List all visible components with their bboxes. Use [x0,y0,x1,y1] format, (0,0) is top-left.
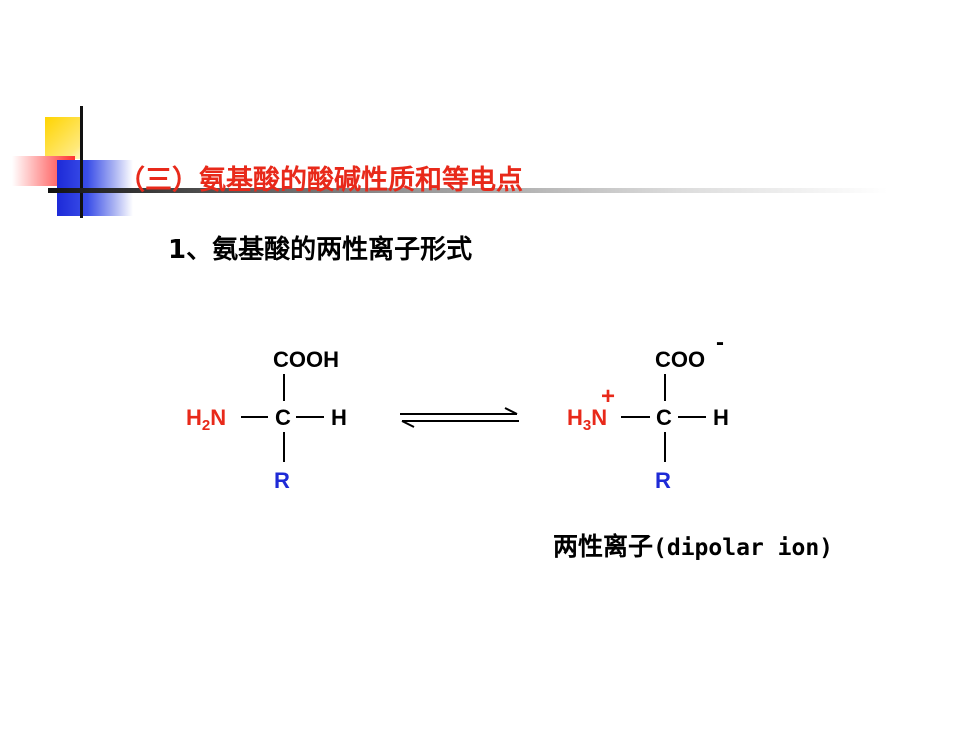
left-top-group: COOH [273,347,339,372]
decor-title-underline [48,188,888,193]
decor-yellow-square [45,117,81,159]
left-center-carbon: C [275,405,291,430]
right-side-chain: R [655,468,671,493]
left-molecule: COOH H2N C H R [186,347,347,493]
right-plus-charge: + [601,383,615,410]
equilibrium-arrows [400,407,519,428]
left-side-chain: R [274,468,290,493]
subtitle: 1、氨基酸的两性离子形式 [168,235,473,265]
right-top-group: COO [655,347,705,372]
right-top-charge: - [716,329,724,356]
dipolar-ion-caption: 两性离子(dipolar ion) [553,527,833,563]
left-amino-group: H2N [186,405,226,434]
section-title: （三）氨基酸的酸碱性质和等电点 [118,165,523,196]
decor-vertical-line [80,106,83,218]
right-right-atom: H [713,405,729,430]
right-molecule: COO - + H3N C H R [567,329,729,493]
caption-english: (dipolar ion) [653,535,834,561]
right-center-carbon: C [656,405,672,430]
left-right-atom: H [331,405,347,430]
right-amino-group: H3N [567,405,607,434]
caption-chinese: 两性离子 [553,532,654,561]
